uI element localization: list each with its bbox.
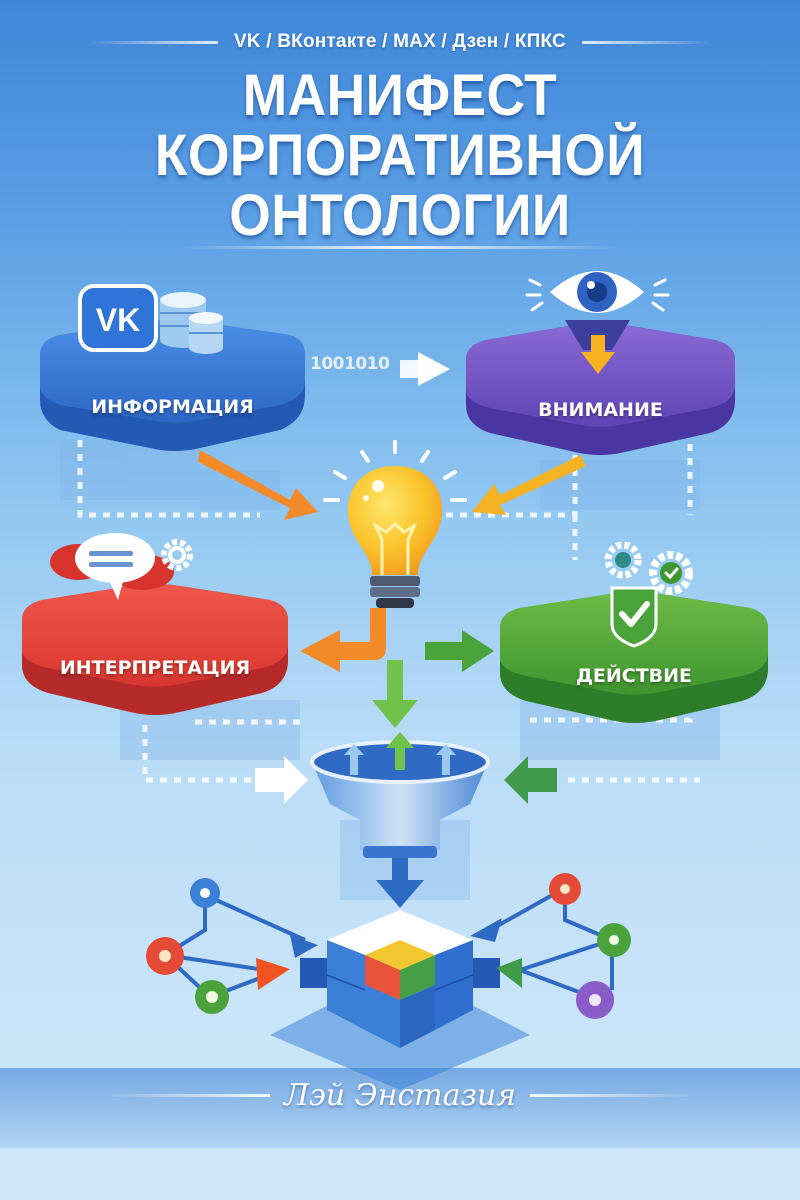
- divider: [88, 40, 218, 44]
- divider: [530, 1094, 701, 1097]
- node-label-attention: ВНИМАНИЕ: [538, 399, 663, 421]
- page-title: МАНИФЕСТ КОРПОРАТИВНОЙ ОНТОЛОГИИ: [0, 66, 800, 246]
- node-information: VK: [40, 284, 305, 451]
- author-name: Лэй Энстазия: [283, 1078, 517, 1113]
- node-interpretation: [22, 533, 288, 715]
- arrow-bulb-to-funnel: [372, 660, 418, 728]
- node-label-interpretation: ИНТЕРПРЕТАЦИЯ: [59, 657, 251, 679]
- shield-check-icon: [610, 586, 658, 648]
- node-label-information: ИНФОРМАЦИЯ: [91, 396, 254, 418]
- speech-bubble-icon: [50, 533, 174, 600]
- arrow-info-to-bulb: [198, 450, 318, 520]
- arrow-funnel-to-cube: [376, 858, 424, 908]
- title-line-2: КОРПОРАТИВНОЙ: [154, 123, 646, 188]
- node-attention: [466, 271, 735, 455]
- title-line-1: МАНИФЕСТ: [242, 63, 558, 128]
- funnel-arrows: [344, 732, 456, 775]
- node-label-action: ДЕЙСТВИЕ: [575, 665, 693, 687]
- down-arrow-icon: [581, 335, 615, 374]
- divider: [581, 40, 712, 44]
- title-divider: [180, 246, 620, 249]
- graph-left: [146, 878, 318, 1014]
- node-action: [500, 541, 768, 723]
- lightbulb-icon: [323, 440, 467, 608]
- ontology-cube-icon: [270, 910, 530, 1090]
- svg-text:VK: VK: [96, 302, 140, 338]
- arrow-attention-to-bulb: [472, 455, 586, 515]
- author-line: Лэй Энстазия: [0, 1078, 800, 1113]
- platforms-line: VK / ВКонтакте / MAX / Дзен / КПКС: [0, 28, 800, 56]
- graph-right: [470, 873, 631, 1019]
- gear-check-icon: [649, 551, 693, 595]
- vk-logo-icon: VK: [78, 284, 158, 352]
- title-line-3: ОНТОЛОГИИ: [229, 183, 571, 248]
- database-icon: [160, 292, 223, 354]
- arrow-into-funnel-left: [255, 756, 308, 804]
- arrow-into-funnel-right: [504, 756, 557, 804]
- binary-arrow: [400, 352, 450, 386]
- binary-stream: 1001010: [310, 354, 390, 374]
- gear-icon: [604, 541, 642, 579]
- arrow-bulb-to-action: [425, 630, 494, 672]
- divider: [99, 1094, 270, 1097]
- footer-band: [0, 1068, 800, 1148]
- gear-icon: [161, 539, 193, 571]
- arrow-bulb-to-interpretation: [300, 608, 386, 672]
- platforms-text: VK / ВКонтакте / MAX / Дзен / КПКС: [234, 31, 566, 52]
- funnel-icon: [310, 732, 490, 858]
